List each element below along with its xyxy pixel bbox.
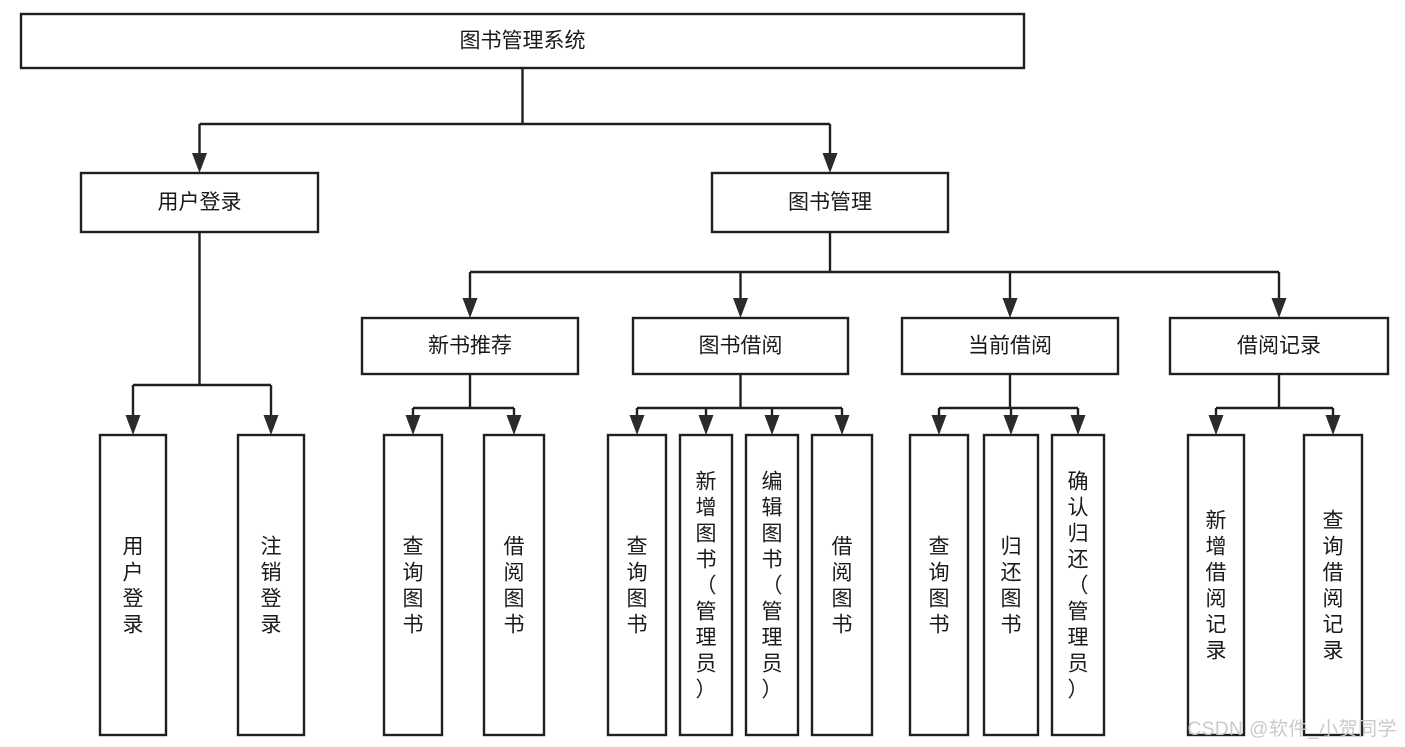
node-label: 用户登录 (123, 535, 144, 636)
node-root-system[interactable]: 图书管理系统 (19, 12, 1026, 70)
node-label: 查询图书 (403, 535, 424, 636)
node-label: 当前借阅 (968, 335, 1052, 358)
node-label: 借阅图书 (504, 535, 525, 636)
node-leaf-8[interactable]: 查询图书 (908, 433, 970, 737)
node-boxes: 图书管理系统用户登录图书管理新书推荐图书借阅当前借阅借阅记录用户登录注销登录查询… (19, 12, 1390, 737)
connector-lines (125, 68, 1341, 435)
node-leaf-9[interactable]: 归还图书 (982, 433, 1040, 737)
node-level3-1[interactable]: 图书借阅 (631, 316, 850, 376)
node-label: 确认归还（管理员） (1068, 470, 1089, 701)
node-leaf-0[interactable]: 用户登录 (98, 433, 168, 737)
node-label: 用户登录 (158, 191, 242, 214)
node-label: 借阅图书 (832, 535, 853, 636)
node-label: 新增借阅记录 (1206, 509, 1227, 662)
node-label: 查询图书 (929, 535, 950, 636)
node-label: 新书推荐 (428, 335, 512, 358)
node-level3-3[interactable]: 借阅记录 (1168, 316, 1390, 376)
node-level3-0[interactable]: 新书推荐 (360, 316, 580, 376)
node-label: 归还图书 (1001, 535, 1022, 636)
node-leaf-3[interactable]: 借阅图书 (482, 433, 546, 737)
node-label: 图书管理 (788, 191, 872, 214)
node-leaf-6[interactable]: 编辑图书（管理员） (744, 433, 800, 737)
node-leaf-11[interactable]: 新增借阅记录 (1186, 433, 1246, 737)
node-leaf-10[interactable]: 确认归还（管理员） (1050, 433, 1106, 737)
node-label: 图书借阅 (699, 335, 783, 358)
node-level3-2[interactable]: 当前借阅 (900, 316, 1120, 376)
node-label: 编辑图书（管理员） (762, 470, 783, 701)
node-leaf-1[interactable]: 注销登录 (236, 433, 306, 737)
node-leaf-4[interactable]: 查询图书 (606, 433, 668, 737)
node-leaf-2[interactable]: 查询图书 (382, 433, 444, 737)
node-leaf-7[interactable]: 借阅图书 (810, 433, 874, 737)
csdn-watermark: CSDN @软件_小贺同学 (1187, 719, 1397, 740)
node-label: 注销登录 (261, 535, 282, 636)
node-label: 图书管理系统 (460, 30, 586, 53)
node-level2-0[interactable]: 用户登录 (79, 171, 320, 234)
node-level2-1[interactable]: 图书管理 (710, 171, 950, 234)
node-leaf-5[interactable]: 新增图书（管理员） (678, 433, 734, 737)
node-leaf-12[interactable]: 查询借阅记录 (1302, 433, 1364, 737)
node-label: 查询图书 (627, 535, 648, 636)
node-label: 查询借阅记录 (1323, 509, 1344, 662)
node-label: 新增图书（管理员） (696, 470, 717, 701)
node-label: 借阅记录 (1237, 335, 1321, 358)
